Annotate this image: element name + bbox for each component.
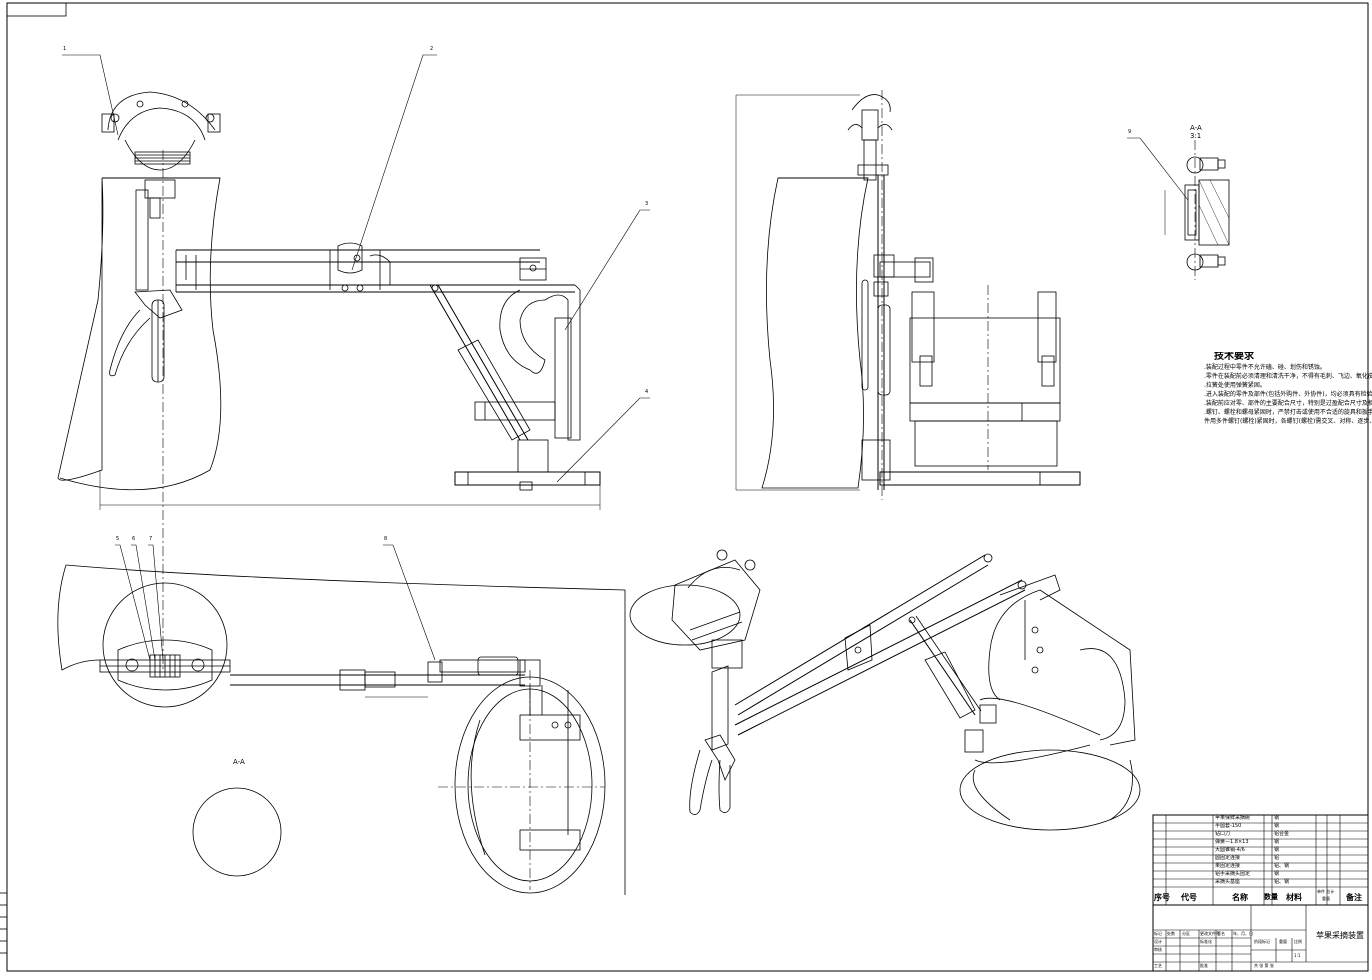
bom-header-material: 材料 (1286, 893, 1302, 902)
callout-number: 6 (132, 536, 136, 542)
tb-row-label: 工艺 (1154, 963, 1162, 968)
bom-material: 钢 (1274, 871, 1280, 877)
section-scale: 3:1 (1190, 132, 1201, 140)
tb-col-label: 签名 (1217, 931, 1225, 936)
bom-name: 圆固定连接 (1215, 855, 1241, 861)
front-view (57, 91, 601, 510)
top-view (57, 564, 626, 895)
section-a-a (1127, 137, 1230, 271)
bom-material: 钢 (1274, 815, 1280, 821)
bom-header-weight: 重量 (1322, 896, 1330, 901)
bom-name: 弹簧—1.8×13 (1215, 839, 1249, 845)
bom-material: 铝、钢 (1274, 863, 1290, 869)
tb-row-label: 设计 (1154, 939, 1162, 944)
bom-name: 钻口刀 (1215, 831, 1231, 837)
tech-req-item: .进入装配的零件及部件(包括外购件、外协件)，均必须具有检验部门的合格证方能进行… (1204, 391, 1372, 398)
callout-number: 2 (430, 46, 434, 52)
bom-header-unit-total: 单件 总计 (1317, 889, 1335, 894)
tech-req-item: .零件在装配前必须清理和清洗干净，不得有毛刺、飞边、氧化皮、锈蚀、切屑、油污、着… (1204, 373, 1372, 380)
tb-col-label: 处数 (1167, 931, 1175, 936)
tb-std: 标准化 (1200, 939, 1212, 944)
callout-number: 5 (116, 536, 120, 542)
tech-req-heading: 技术要求 (1214, 352, 1254, 362)
bom-material: 钢 (1274, 823, 1280, 829)
bom-header-qty: 数量 (1264, 893, 1278, 901)
callout-number: 4 (645, 389, 649, 395)
tech-req-item: 件用多件螺钉(螺栓)紧固时，各螺钉(螺栓)需交叉、对称、逐步、均匀拧紧。 (1204, 418, 1372, 425)
tb-col-label: 更改文件号 (1200, 931, 1220, 936)
bom-material: 铝 (1274, 855, 1280, 861)
bom-name: 苹果保鲜采摘碗 (1215, 815, 1251, 821)
callout-number: 9 (1128, 129, 1132, 135)
tb-row-label: 标记 (1154, 931, 1162, 936)
tb-col-label: 分区 (1182, 931, 1190, 936)
bom-name: 果固定连接 (1215, 863, 1241, 869)
tb-approve: 批准 (1200, 963, 1208, 968)
tech-req-item: .装配过程中零件不允许磕、碰、划伤和锈蚀。 (1204, 364, 1326, 371)
tb-stage: 阶段标记 (1254, 939, 1270, 944)
bom-name: 半圆套-150 (1215, 823, 1242, 829)
bom-name: 铝手采摘头固定 (1215, 871, 1251, 877)
bom-material: 铝合金 (1274, 831, 1290, 837)
tech-req-item: .装配前应对零、部件的主要配合尺寸，特别是过盈配合尺寸及相关精度进行复查。 (1204, 400, 1372, 407)
tech-req-item: .拉簧处使用弹簧紧固。 (1204, 382, 1266, 389)
callout-number: 1 (63, 46, 67, 52)
bom-material: 钢 (1274, 839, 1280, 845)
tb-col-label: 年、月、日 (1233, 931, 1253, 936)
isometric-view (629, 549, 1141, 831)
tb-ratio: 比例 (1294, 939, 1302, 944)
tb-scale: 1:1 (1294, 953, 1301, 958)
bom-header-code: 代号 (1181, 893, 1197, 902)
bom-name: 大圆锥销-4/6 (1215, 847, 1245, 853)
bom-header-seq: 序号 (1154, 893, 1170, 902)
side-view (735, 94, 1081, 491)
bom-name: 采摘头基座 (1215, 879, 1241, 885)
callout-number: 8 (384, 536, 388, 542)
corner-tag (6, 2, 67, 17)
tb-row-label: 审核 (1154, 947, 1162, 952)
bom-material: 铝、钢 (1274, 879, 1290, 885)
drawing-name: 苹果采摘装置 (1316, 931, 1364, 940)
callout-number: 3 (645, 201, 649, 207)
section-label: A-A (1190, 124, 1202, 132)
bom-header-name: 名称 (1232, 893, 1248, 902)
technical-requirements: 技术要求 .装配过程中零件不允许磕、碰、划伤和锈蚀。 .零件在装配前必须清理和清… (1204, 352, 1372, 426)
bom-header-note: 备注 (1346, 893, 1362, 902)
detail-label: A-A (233, 758, 245, 766)
tb-weight: 重量 (1279, 939, 1287, 944)
sheet-border (6, 2, 1369, 972)
tb-sheet: 共 张 第 张 (1254, 963, 1274, 968)
callout-number: 7 (149, 536, 153, 542)
bom-table (1152, 814, 1369, 972)
bom-material: 钢 (1274, 847, 1280, 853)
tech-req-item: .螺钉、螺栓和螺母紧固时，严禁打击或使用不合适的旋具和扳手。紧固后螺钉槽、螺母和… (1204, 409, 1372, 416)
